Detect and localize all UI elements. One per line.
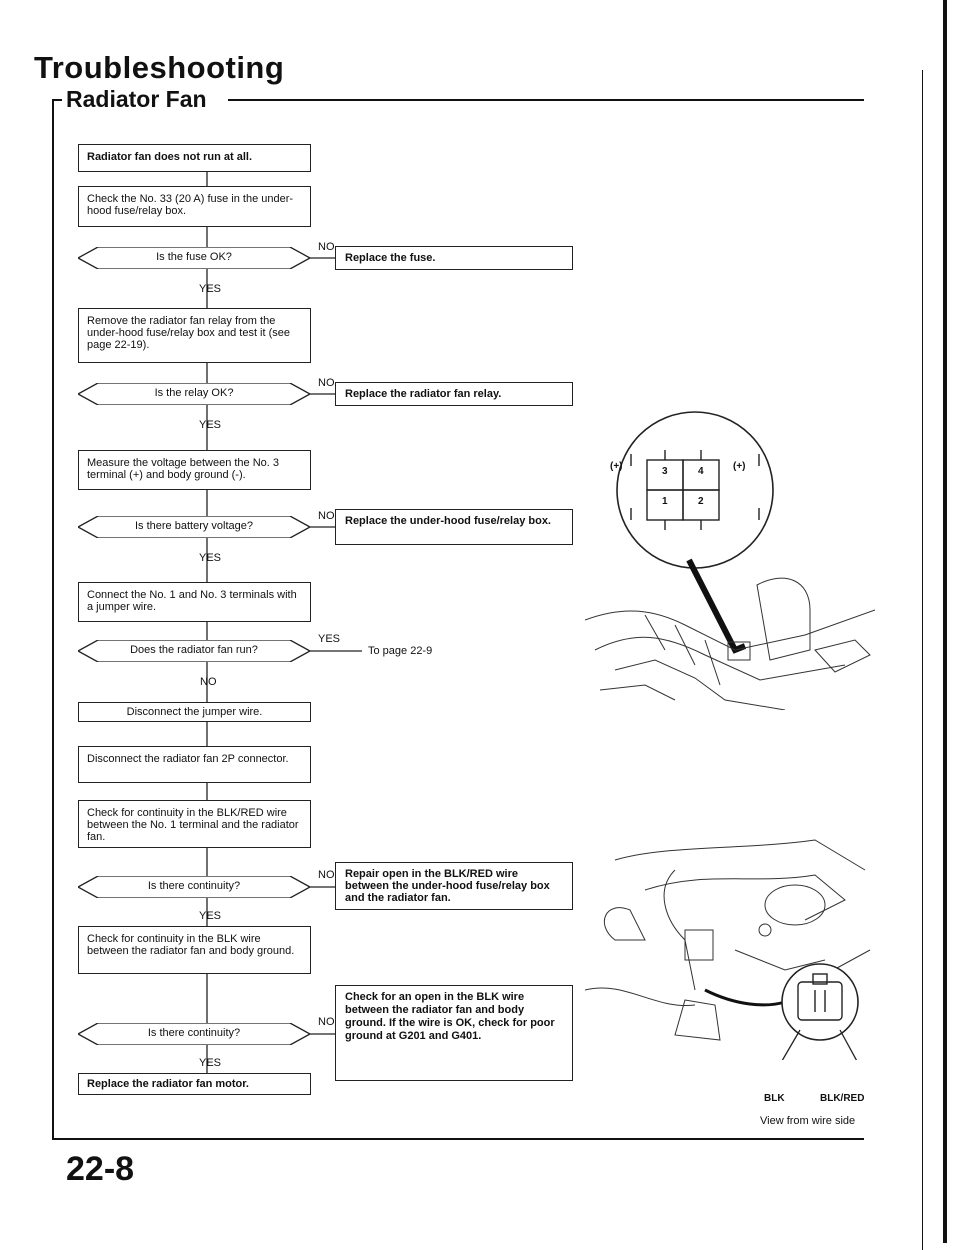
section-title: Radiator Fan bbox=[66, 86, 207, 112]
flow-action-1: Replace the fuse. bbox=[335, 246, 573, 270]
no-label-4: NO bbox=[200, 676, 217, 688]
flow-step-7: Check for continuity in the BLK/RED wire… bbox=[78, 800, 311, 848]
frame-left-rule bbox=[52, 99, 54, 1139]
binding-rule bbox=[922, 70, 923, 1250]
flow-end-box: Replace the radiator fan motor. bbox=[78, 1073, 311, 1095]
question-4-text: Does the radiator fan run? bbox=[130, 644, 258, 656]
no-label-1: NO bbox=[318, 241, 335, 253]
flow-question-2: Is the relay OK? bbox=[78, 383, 310, 405]
flow-question-1: Is the fuse OK? bbox=[78, 247, 310, 269]
wire-label-blk-red: BLK/RED bbox=[820, 1093, 865, 1104]
page-title: Troubleshooting bbox=[34, 50, 285, 85]
page-reference: To page 22-9 bbox=[368, 645, 433, 657]
yes-label-3: YES bbox=[199, 552, 222, 564]
flow-step-2: Remove the radiator fan relay from the u… bbox=[78, 308, 311, 363]
question-1-text: Is the fuse OK? bbox=[156, 251, 232, 263]
bottom-rule bbox=[52, 1138, 864, 1140]
flow-question-3: Is there battery voltage? bbox=[78, 516, 310, 538]
flow-action-6: Check for an open in the BLK wire betwee… bbox=[335, 985, 573, 1081]
flow-action-2: Replace the radiator fan relay. bbox=[335, 382, 573, 406]
yes-label-6: YES bbox=[199, 1057, 222, 1069]
connector-illustration bbox=[585, 411, 875, 710]
no-label-5: NO bbox=[318, 869, 335, 881]
no-label-3: NO bbox=[318, 510, 335, 522]
flow-question-4: Does the radiator fan run? bbox=[78, 640, 310, 662]
no-label-2: NO bbox=[318, 377, 335, 389]
no-label-6: NO bbox=[318, 1016, 335, 1028]
connector-plus-left: (+) bbox=[610, 461, 623, 472]
section-rule-right bbox=[228, 99, 864, 101]
connector-plus-right: (+) bbox=[733, 461, 746, 472]
connector-terminal-3: 3 bbox=[662, 466, 668, 477]
wire-label-blk: BLK bbox=[764, 1093, 785, 1104]
section-rule-left bbox=[52, 99, 62, 101]
view-caption: View from wire side bbox=[760, 1115, 856, 1127]
flow-step-1: Check the No. 33 (20 A) fuse in the unde… bbox=[78, 186, 311, 227]
flow-step-3: Measure the voltage between the No. 3 te… bbox=[78, 450, 311, 490]
yes-label-4: YES bbox=[318, 633, 341, 645]
yes-label-2: YES bbox=[199, 419, 222, 431]
connector-terminal-2: 2 bbox=[698, 496, 704, 507]
flow-action-5: Repair open in the BLK/RED wire between … bbox=[335, 862, 573, 910]
flow-step-5: Disconnect the jumper wire. bbox=[78, 702, 311, 722]
flow-step-4: Connect the No. 1 and No. 3 terminals wi… bbox=[78, 582, 311, 622]
yes-label-1: YES bbox=[199, 283, 222, 295]
fan-connector-illustration bbox=[585, 839, 871, 1060]
question-2-text: Is the relay OK? bbox=[154, 387, 234, 399]
page-number: 22-8 bbox=[66, 1150, 135, 1188]
question-3-text: Is there battery voltage? bbox=[134, 520, 253, 532]
page-edge-rule bbox=[943, 0, 947, 1243]
yes-label-5: YES bbox=[199, 910, 222, 922]
flow-action-3: Replace the under-hood fuse/relay box. bbox=[335, 509, 573, 545]
flow-start-box: Radiator fan does not run at all. bbox=[78, 144, 311, 172]
flow-step-8: Check for continuity in the BLK wire bet… bbox=[78, 926, 311, 974]
question-5-text: Is there continuity? bbox=[147, 880, 241, 892]
connector-terminal-1: 1 bbox=[662, 496, 668, 507]
flow-step-6: Disconnect the radiator fan 2P connector… bbox=[78, 746, 311, 783]
question-6-text: Is there continuity? bbox=[147, 1027, 241, 1039]
flow-question-6: Is there continuity? bbox=[78, 1023, 310, 1045]
flow-question-5: Is there continuity? bbox=[78, 876, 310, 898]
connector-terminal-4: 4 bbox=[698, 466, 704, 477]
